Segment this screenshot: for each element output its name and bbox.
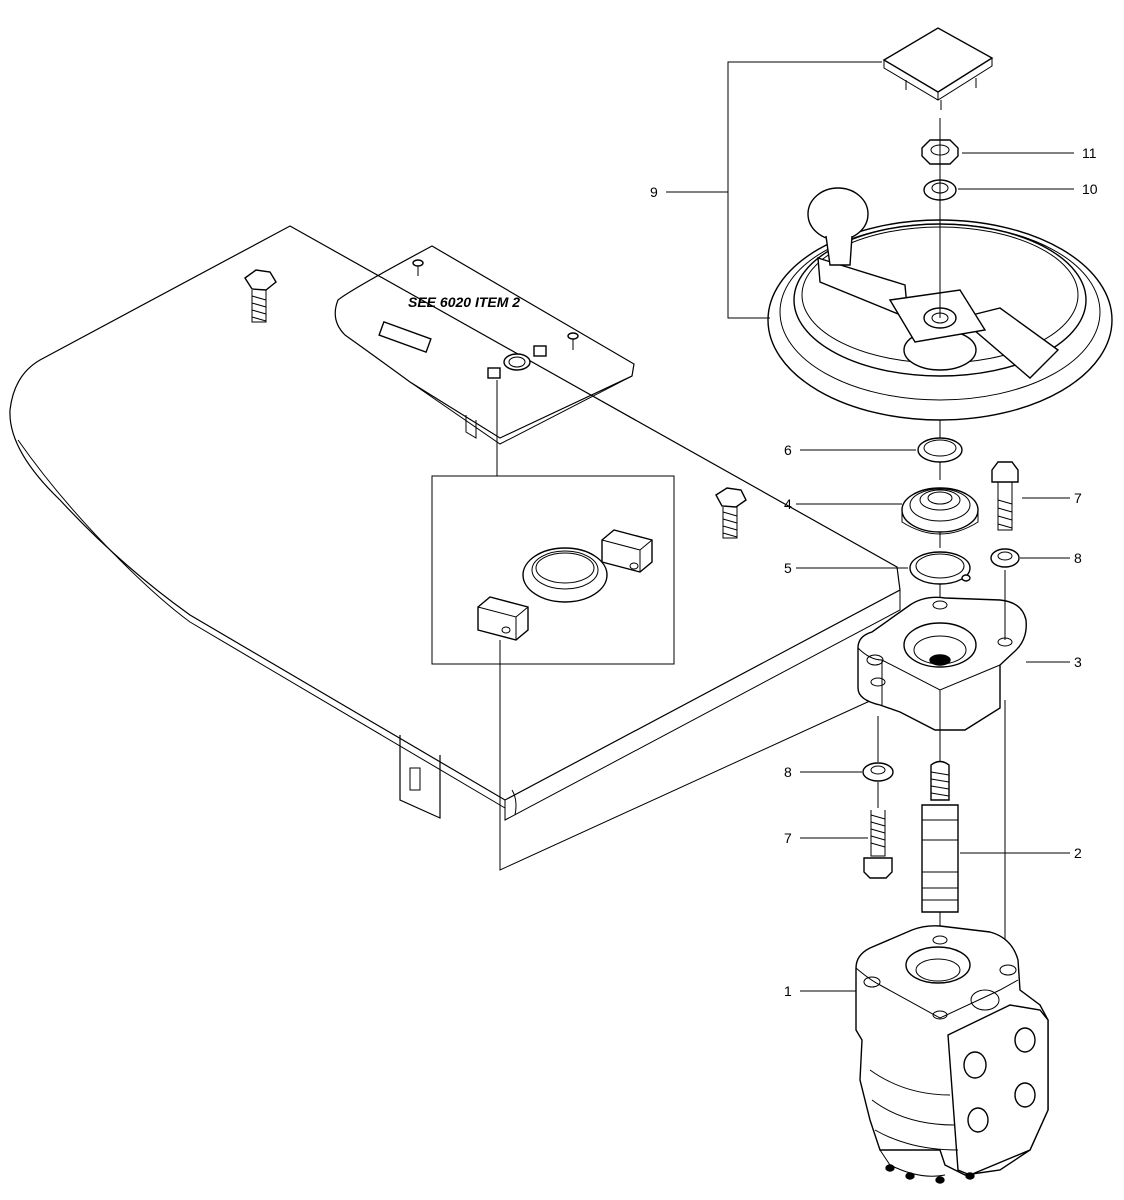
callout-8-upper: 8 (1074, 550, 1082, 566)
panel-bolt-left (244, 269, 277, 323)
reference-note: SEE 6020 ITEM 2 (408, 294, 520, 310)
callout-2: 2 (1074, 845, 1082, 861)
panel-bolt-right (715, 487, 747, 539)
wheel-knob (807, 187, 869, 266)
bolt-upper (991, 461, 1019, 531)
lock-washer-lower (862, 762, 894, 782)
leader-lines (666, 61, 1074, 992)
callout-7-upper: 7 (1074, 490, 1082, 506)
steering-control-unit (855, 925, 1049, 1184)
sub-panel: SEE 6020 ITEM 2 (334, 245, 635, 445)
callout-5: 5 (784, 560, 792, 576)
detail-block-left (477, 596, 529, 641)
sub-panel-screw-top (412, 259, 424, 276)
bearing (901, 487, 979, 535)
wheel-cap (882, 27, 994, 110)
callout-4: 4 (784, 496, 792, 512)
mounting-flange (857, 596, 1027, 731)
bolt-lower (863, 810, 893, 879)
detail-block-right (601, 529, 653, 573)
snap-ring-lower (909, 551, 971, 585)
callout-3: 3 (1074, 654, 1082, 670)
callout-1: 1 (784, 983, 792, 999)
callout-8-lower: 8 (784, 764, 792, 780)
callout-6: 6 (784, 442, 792, 458)
callout-11: 11 (1082, 145, 1097, 161)
callout-labels: 11 10 9 6 4 7 5 8 3 8 7 2 1 (650, 145, 1098, 999)
detail-seal-ring (522, 547, 608, 603)
lock-washer-upper (990, 548, 1020, 568)
callout-10: 10 (1082, 181, 1098, 197)
callout-9: 9 (650, 184, 658, 200)
console-panel (9, 225, 901, 821)
steering-shaft (921, 760, 959, 913)
detail-inset-box (431, 380, 873, 871)
snap-ring-upper (917, 437, 963, 463)
callout-7-lower: 7 (784, 830, 792, 846)
sub-panel-screw-right (567, 332, 579, 350)
